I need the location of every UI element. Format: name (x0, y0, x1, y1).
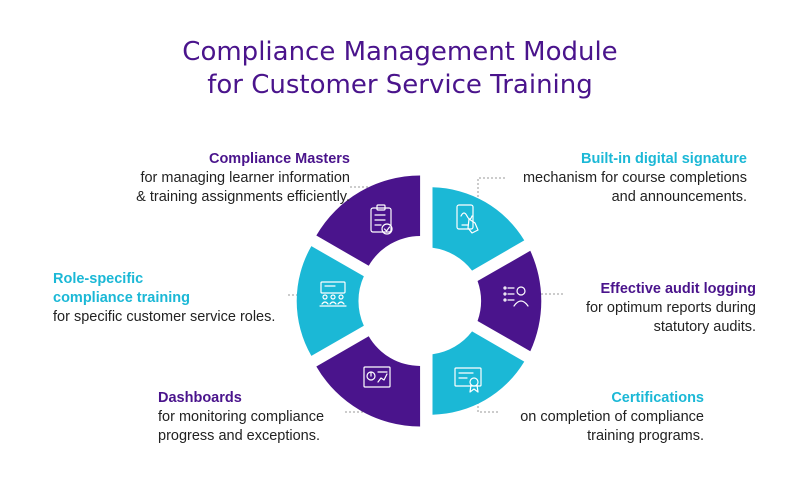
callout-compliance-masters: Compliance Masters for managing learner … (60, 150, 350, 207)
callout-text-line: mechanism for course completions (522, 170, 747, 186)
segment-digital-signature (432, 187, 525, 271)
title-line-2: for Customer Service Training (207, 70, 593, 100)
callout-text-line: for managing learner information (140, 170, 350, 186)
callout-dashboards: Dashboards for monitoring compliance pro… (158, 389, 358, 446)
callout-certifications: Certifications on completion of complian… (480, 389, 704, 446)
callout-text-line: for specific customer service roles. (53, 309, 276, 325)
callout-heading: Effective audit logging (600, 281, 756, 297)
callout-heading: Dashboards (158, 390, 242, 406)
callout-heading: Role-specific (53, 271, 144, 287)
segment-role-specific (296, 246, 364, 356)
callout-heading: Built-in digital signature (581, 151, 747, 167)
segment-certifications (432, 331, 525, 415)
callout-text-line: for monitoring compliance (158, 409, 325, 425)
certificate-icon (454, 367, 482, 393)
callout-text-line: on completion of compliance (520, 409, 704, 425)
connector-digital-signature (477, 177, 505, 200)
segment-audit-logging (477, 250, 542, 352)
dashboard-icon (363, 366, 391, 388)
segment-dashboards (316, 336, 421, 427)
callout-text-line: progress and exceptions. (158, 428, 321, 444)
audit-log-icon (503, 286, 529, 307)
callout-heading: Compliance Masters (208, 151, 350, 167)
callout-heading: compliance training (53, 290, 190, 306)
callout-text-line: and announcements. (611, 189, 747, 205)
title-line-1: Compliance Management Module (182, 37, 618, 67)
callout-text-line: for optimum reports during (585, 300, 756, 316)
page-title: Compliance Management Module for Custome… (0, 36, 800, 102)
segment-compliance-masters (316, 175, 421, 266)
callout-digital-signature: Built-in digital signature mechanism for… (455, 150, 747, 207)
callout-text-line: training programs. (587, 428, 704, 444)
callout-role-specific: Role-specific compliance training for sp… (53, 270, 303, 327)
callout-heading: Certifications (611, 390, 704, 406)
callout-text-line: statutory audits. (653, 319, 756, 335)
clipboard-check-icon (370, 204, 393, 235)
classroom-icon (319, 281, 347, 307)
tablet-signature-icon (456, 204, 479, 234)
callout-audit-logging: Effective audit logging for optimum repo… (540, 280, 756, 337)
callout-text-line: & training assignments efficiently. (136, 189, 350, 205)
